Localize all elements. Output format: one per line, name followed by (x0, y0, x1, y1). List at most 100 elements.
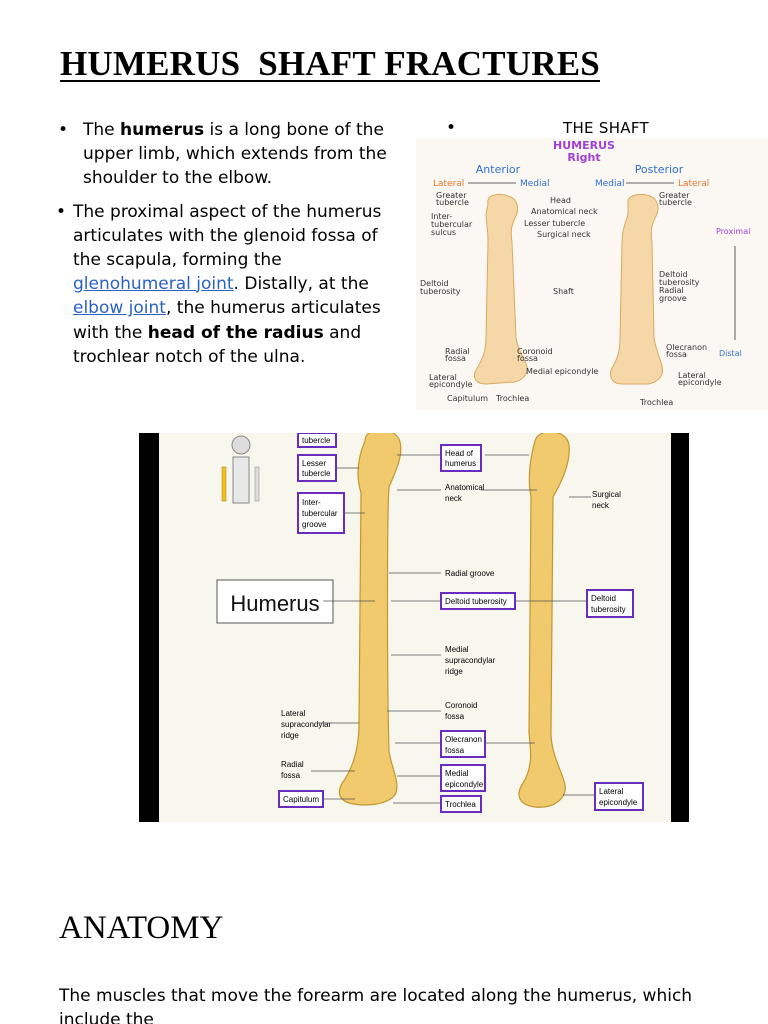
text-run: and trochlear notch of the ulna. (73, 322, 362, 367)
text-run: is a long bone of the upper limb, which … (83, 120, 387, 189)
bold-term: humerus (120, 120, 205, 140)
deltoid-tuberosity-label: tuberosity (591, 605, 626, 614)
label-box (297, 454, 337, 482)
label-box (586, 589, 634, 618)
greater-tubercle-label: tubercle (659, 198, 692, 207)
anterior-humerus-shape (473, 193, 528, 385)
lateral-supracondylar-label: supracondylar (281, 720, 332, 729)
trochlea-label: Trochlea (639, 398, 673, 407)
label-box (440, 795, 482, 813)
lateral-epicondyle-label: Lateral (429, 373, 457, 382)
bullet-humerus-definition: • The humerus is a long bone of the uppe… (56, 118, 396, 191)
radial-fossa-label: Radial (281, 760, 304, 769)
greater-tubercle-label: Greater (659, 191, 690, 200)
glenohumeral-link[interactable]: glenohumeral (73, 274, 196, 294)
radial-groove-label: Radial (659, 286, 684, 295)
medial-epicondyle-label: Medial (445, 769, 469, 778)
greater-tubercle-label: Greater (436, 191, 467, 200)
page-title: HUMERUS SHAFT FRACTURES (60, 44, 600, 83)
olecranon-fossa-label: Olecranon (445, 735, 482, 744)
head-of-humerus-label: Head of (445, 449, 474, 458)
trochlea-label: Trochlea (445, 800, 476, 809)
text-run: The proximal aspect of the humerus artic… (73, 201, 382, 271)
lateral-epicondyle-label: epicondyle (678, 378, 722, 387)
anatomical-neck-label: Anatomical neck (531, 207, 598, 216)
medial-supracondylar-label: Medial (445, 645, 469, 654)
text-run: . Distally, at the (233, 274, 369, 295)
intertubercular-label: sulcus (431, 228, 456, 237)
label-box (297, 492, 345, 534)
medial-epicondyle-label: epicondyle (445, 780, 484, 789)
anterior-label: Anterior (476, 163, 521, 176)
deltoid-tuberosity-label: Deltoid (420, 279, 449, 288)
humerus-video-frame[interactable]: Humerus tubercle Lesser tubercle Inter- … (139, 433, 689, 822)
radial-fossa-label: fossa (445, 354, 466, 363)
bullet-text: The proximal aspect of the humerus artic… (73, 202, 381, 367)
coronoid-fossa-label: Coronoid (445, 701, 477, 710)
shaft-heading: THE SHAFT (563, 119, 649, 137)
deltoid-tuberosity-label: tuberosity (420, 287, 461, 296)
label-box (440, 764, 486, 792)
bold-term: head of the radius (147, 322, 324, 343)
posterior-humerus-shape (609, 193, 663, 385)
lateral-supracondylar-label: Lateral (281, 709, 306, 718)
medial-supracondylar-label: supracondylar (445, 656, 496, 665)
intro-bullets: • The humerus is a long bone of the uppe… (56, 118, 396, 378)
proximal-label: Proximal (716, 227, 750, 236)
lateral-epicondyle-label: Lateral (678, 371, 706, 380)
anterior-humerus-bone (338, 433, 402, 806)
bullet-articulations: • The proximal aspect of the humerus art… (56, 200, 396, 369)
bullet-text: The humerus is a long bone of the upper … (73, 120, 387, 188)
radial-fossa-label: Radial (445, 347, 470, 356)
intertubercular-groove-label: groove (302, 520, 327, 529)
deltoid-tuberosity-label: Deltoid (591, 594, 616, 603)
lesser-tubercle-label: Lesser tubercle (524, 219, 585, 228)
lateral-epicondyle-label: epicondyle (599, 798, 638, 807)
humerus-title: Humerus (230, 591, 319, 616)
olecranon-fossa-label: fossa (445, 746, 465, 755)
posterior-label: Posterior (635, 163, 684, 176)
shaft-bullet-dot: • (446, 118, 457, 138)
lateral-right-label: Lateral (678, 179, 709, 189)
trochlea-label: Trochlea (495, 394, 529, 403)
surgical-neck-label: neck (592, 501, 610, 510)
capitulum-label: Capitulum (283, 795, 319, 804)
lateral-left-label: Lateral (433, 179, 464, 189)
label-box (594, 782, 644, 811)
intertubercular-label: tubercular (431, 220, 473, 229)
greater-tubercle-label: tubercle (436, 198, 469, 207)
intertubercular-groove-label: Inter- (302, 498, 321, 507)
lateral-epicondyle-label: epicondyle (429, 380, 473, 389)
anatomy-paragraph: The muscles that move the forearm are lo… (59, 986, 693, 1024)
elbow-joint-link[interactable]: elbow joint (73, 298, 166, 319)
head-of-humerus-label: humerus (445, 459, 476, 468)
medial-right-label: Medial (595, 179, 625, 189)
medial-left-label: Medial (520, 179, 550, 189)
lesser-tubercle-label: Lesser (302, 459, 326, 468)
medial-supracondylar-label: ridge (445, 667, 463, 676)
posterior-humerus-bone (518, 433, 570, 808)
surgical-neck-label: Surgical (592, 490, 621, 499)
intertubercular-label: Inter- (431, 212, 452, 221)
capitulum-label: Capitulum (447, 394, 488, 403)
text-run: , the humerus articulates with the (73, 298, 381, 343)
olecranon-fossa-label: Olecranon (666, 343, 707, 352)
label-box (440, 444, 482, 472)
deltoid-tuberosity-label: Deltoid tuberosity (445, 597, 507, 606)
deltoid-tuberosity-label: tuberosity (659, 278, 700, 287)
shaft-label: Shaft (553, 287, 574, 296)
coronoid-fossa-label: fossa (445, 712, 465, 721)
humerus-labeled-diagram: HUMERUS Right Anterior Posterior Lateral… (416, 138, 768, 410)
label-box (440, 730, 486, 758)
coronoid-fossa-label: Coronoid (517, 347, 553, 356)
anatomical-neck-label: neck (445, 494, 463, 503)
anatomical-neck-label: Anatomical (445, 483, 485, 492)
bullet-dot: • (58, 120, 69, 140)
humerus-title-box (216, 579, 334, 624)
lateral-epicondyle-label: Lateral (599, 787, 624, 796)
coronoid-fossa-label: fossa (517, 354, 538, 363)
intertubercular-groove-label: tubercular (302, 509, 338, 518)
surgical-neck-label: Surgical neck (537, 230, 591, 239)
label-box (297, 433, 337, 448)
joint-link[interactable]: joint (196, 274, 234, 295)
